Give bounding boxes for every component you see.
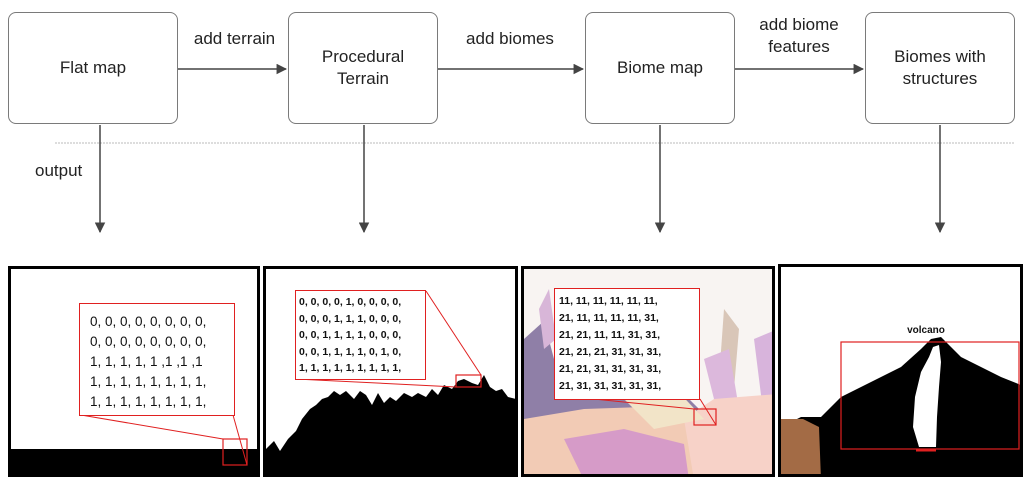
transition-label-add-biomes: add biomes [466,29,554,48]
panel-biome-map: 11, 11, 11, 11, 11, 11, 21, 11, 11, 11, … [521,266,775,477]
terrain-matrix: 0, 0, 0, 0, 1, 0, 0, 0, 0, 0, 0, 0, 1, 1… [295,290,426,380]
stage-label: Biomes with structures [894,46,986,88]
volcano-label: volcano [907,325,945,336]
transition-label-add-terrain: add terrain [193,29,276,48]
panel-flat-map: 0, 0, 0, 0, 0, 0, 0, 0, 0, 0, 0, 0, 0, 0… [8,266,260,477]
volcano-render [781,267,1020,474]
stage-procedural-terrain: Procedural Terrain [288,12,438,124]
terrain-render [266,290,515,474]
flat-map-matrix: 0, 0, 0, 0, 0, 0, 0, 0, 0, 0, 0, 0, 0, 0… [79,303,235,416]
stage-label: Flat map [59,57,127,77]
stage-biome-map: Biome map [585,12,735,124]
stage-label: Biome map [617,57,703,77]
panel-biomes-with-structures: volcano [778,264,1023,477]
panel-procedural-terrain: 0, 0, 0, 0, 1, 0, 0, 0, 0, 0, 0, 0, 1, 1… [263,266,518,477]
stage-biomes-with-structures: Biomes with structures [865,12,1015,124]
transition-label-add-biome-features: add biome features [759,15,839,57]
biome-matrix: 11, 11, 11, 11, 11, 11, 21, 11, 11, 11, … [554,288,700,400]
stage-flat-map: Flat map [8,12,178,124]
output-label: output [35,161,83,180]
flat-map-render [11,414,257,474]
stage-label: Procedural Terrain [321,46,405,88]
